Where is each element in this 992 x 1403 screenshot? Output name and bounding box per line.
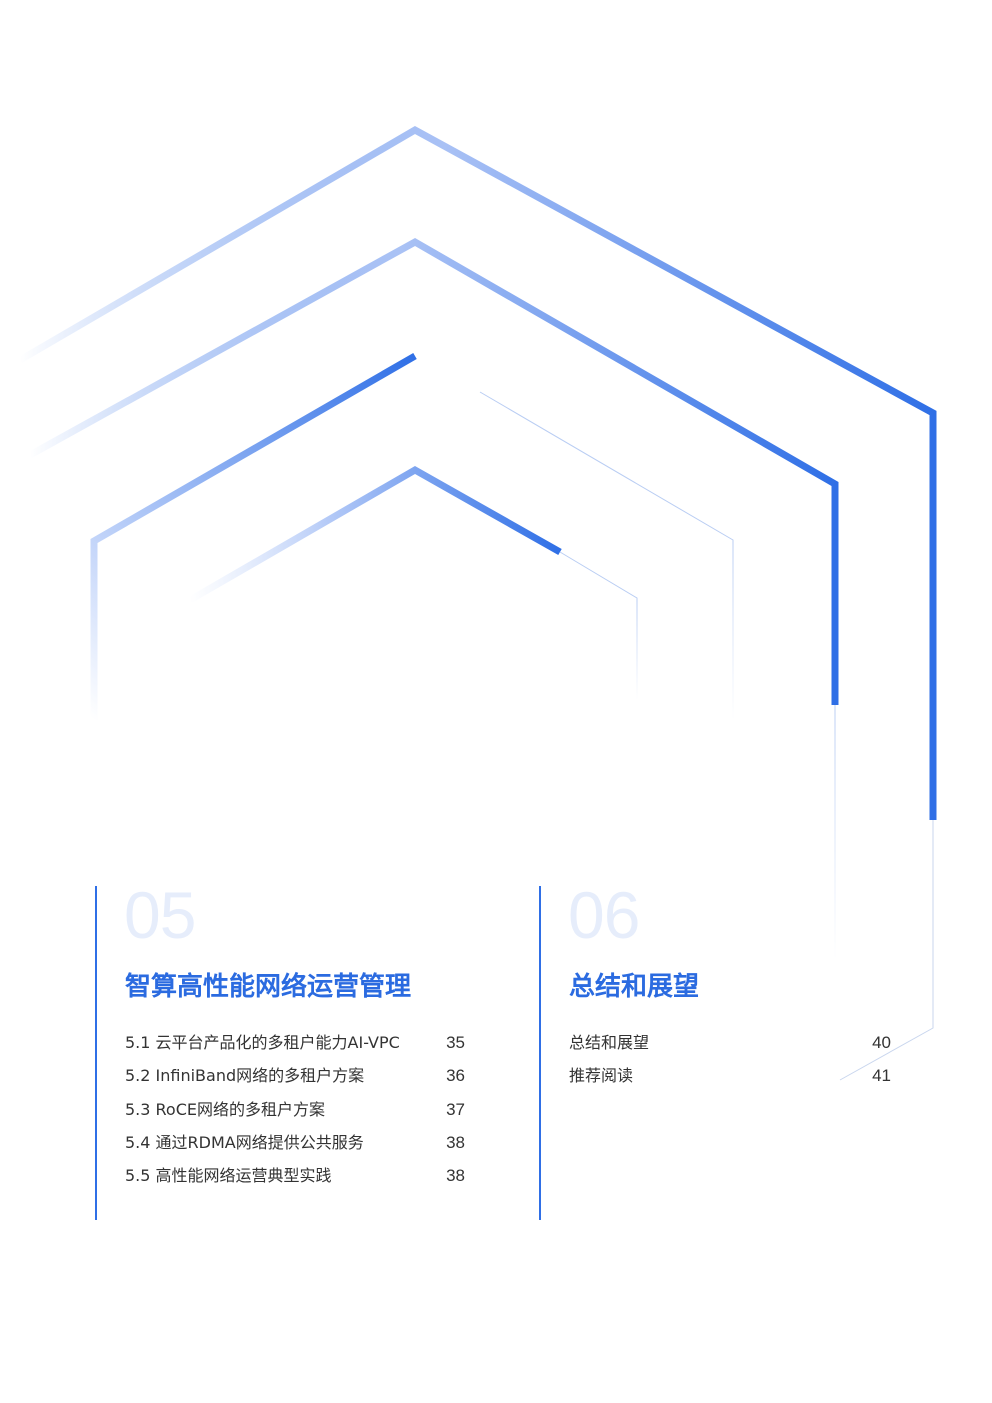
toc-entry[interactable]: 5.1 云平台产品化的多租户能力AI-VPC 35 bbox=[125, 1030, 465, 1063]
third-hexagon-line bbox=[90, 352, 417, 720]
outer-hexagon-line bbox=[18, 125, 937, 820]
toc-entry-page: 41 bbox=[872, 1066, 891, 1086]
toc-entry-label: 推荐阅读 bbox=[569, 1066, 634, 1086]
toc-entry-label: 5.4 通过RDMA网络提供公共服务 bbox=[125, 1132, 364, 1152]
toc-entry-label: 5.2 InfiniBand网络的多租户方案 bbox=[125, 1066, 365, 1086]
section-number: 05 bbox=[124, 878, 196, 952]
toc-section-06: 06 总结和展望 总结和展望 40 推荐阅读 41 bbox=[539, 882, 911, 1220]
toc-entry[interactable]: 总结和展望 40 bbox=[569, 1030, 891, 1063]
toc-entry-page: 40 bbox=[872, 1033, 891, 1052]
toc-entry-page: 37 bbox=[446, 1099, 465, 1119]
toc-section-05: 05 智算高性能网络运营管理 5.1 云平台产品化的多租户能力AI-VPC 35… bbox=[95, 882, 497, 1220]
third-hexagon-thin-line bbox=[479, 391, 734, 720]
toc-entry[interactable]: 5.5 高性能网络运营典型实践 38 bbox=[125, 1163, 465, 1196]
toc-entry-label: 5.1 云平台产品化的多租户能力AI-VPC bbox=[125, 1033, 400, 1052]
toc-entry[interactable]: 5.4 通过RDMA网络提供公共服务 38 bbox=[125, 1130, 465, 1163]
toc-entry[interactable]: 推荐阅读 41 bbox=[569, 1063, 891, 1096]
toc-entry[interactable]: 5.2 InfiniBand网络的多租户方案 36 bbox=[125, 1063, 465, 1096]
section-title[interactable]: 智算高性能网络运营管理 bbox=[125, 972, 412, 1002]
toc-list: 5.1 云平台产品化的多租户能力AI-VPC 35 5.2 InfiniBand… bbox=[125, 1030, 465, 1196]
second-hexagon-line bbox=[28, 237, 839, 705]
toc-entry-page: 38 bbox=[446, 1132, 465, 1152]
inner-hexagon-line bbox=[188, 465, 562, 604]
section-number: 06 bbox=[568, 878, 640, 952]
toc-entry-label: 5.3 RoCE网络的多租户方案 bbox=[125, 1099, 326, 1119]
toc-entry-page: 35 bbox=[446, 1033, 465, 1052]
toc-entry-label: 5.5 高性能网络运营典型实践 bbox=[125, 1166, 332, 1186]
toc-entry-page: 36 bbox=[446, 1066, 465, 1086]
outer-hexagon-thin-line bbox=[839, 820, 934, 1081]
toc-entry-label: 总结和展望 bbox=[569, 1033, 650, 1052]
toc-list: 总结和展望 40 推荐阅读 41 bbox=[569, 1030, 891, 1097]
toc-entry[interactable]: 5.3 RoCE网络的多租户方案 37 bbox=[125, 1097, 465, 1130]
section-title[interactable]: 总结和展望 bbox=[569, 972, 700, 1002]
inner-hexagon-thin-line bbox=[559, 551, 638, 700]
toc-entry-page: 38 bbox=[446, 1166, 465, 1186]
